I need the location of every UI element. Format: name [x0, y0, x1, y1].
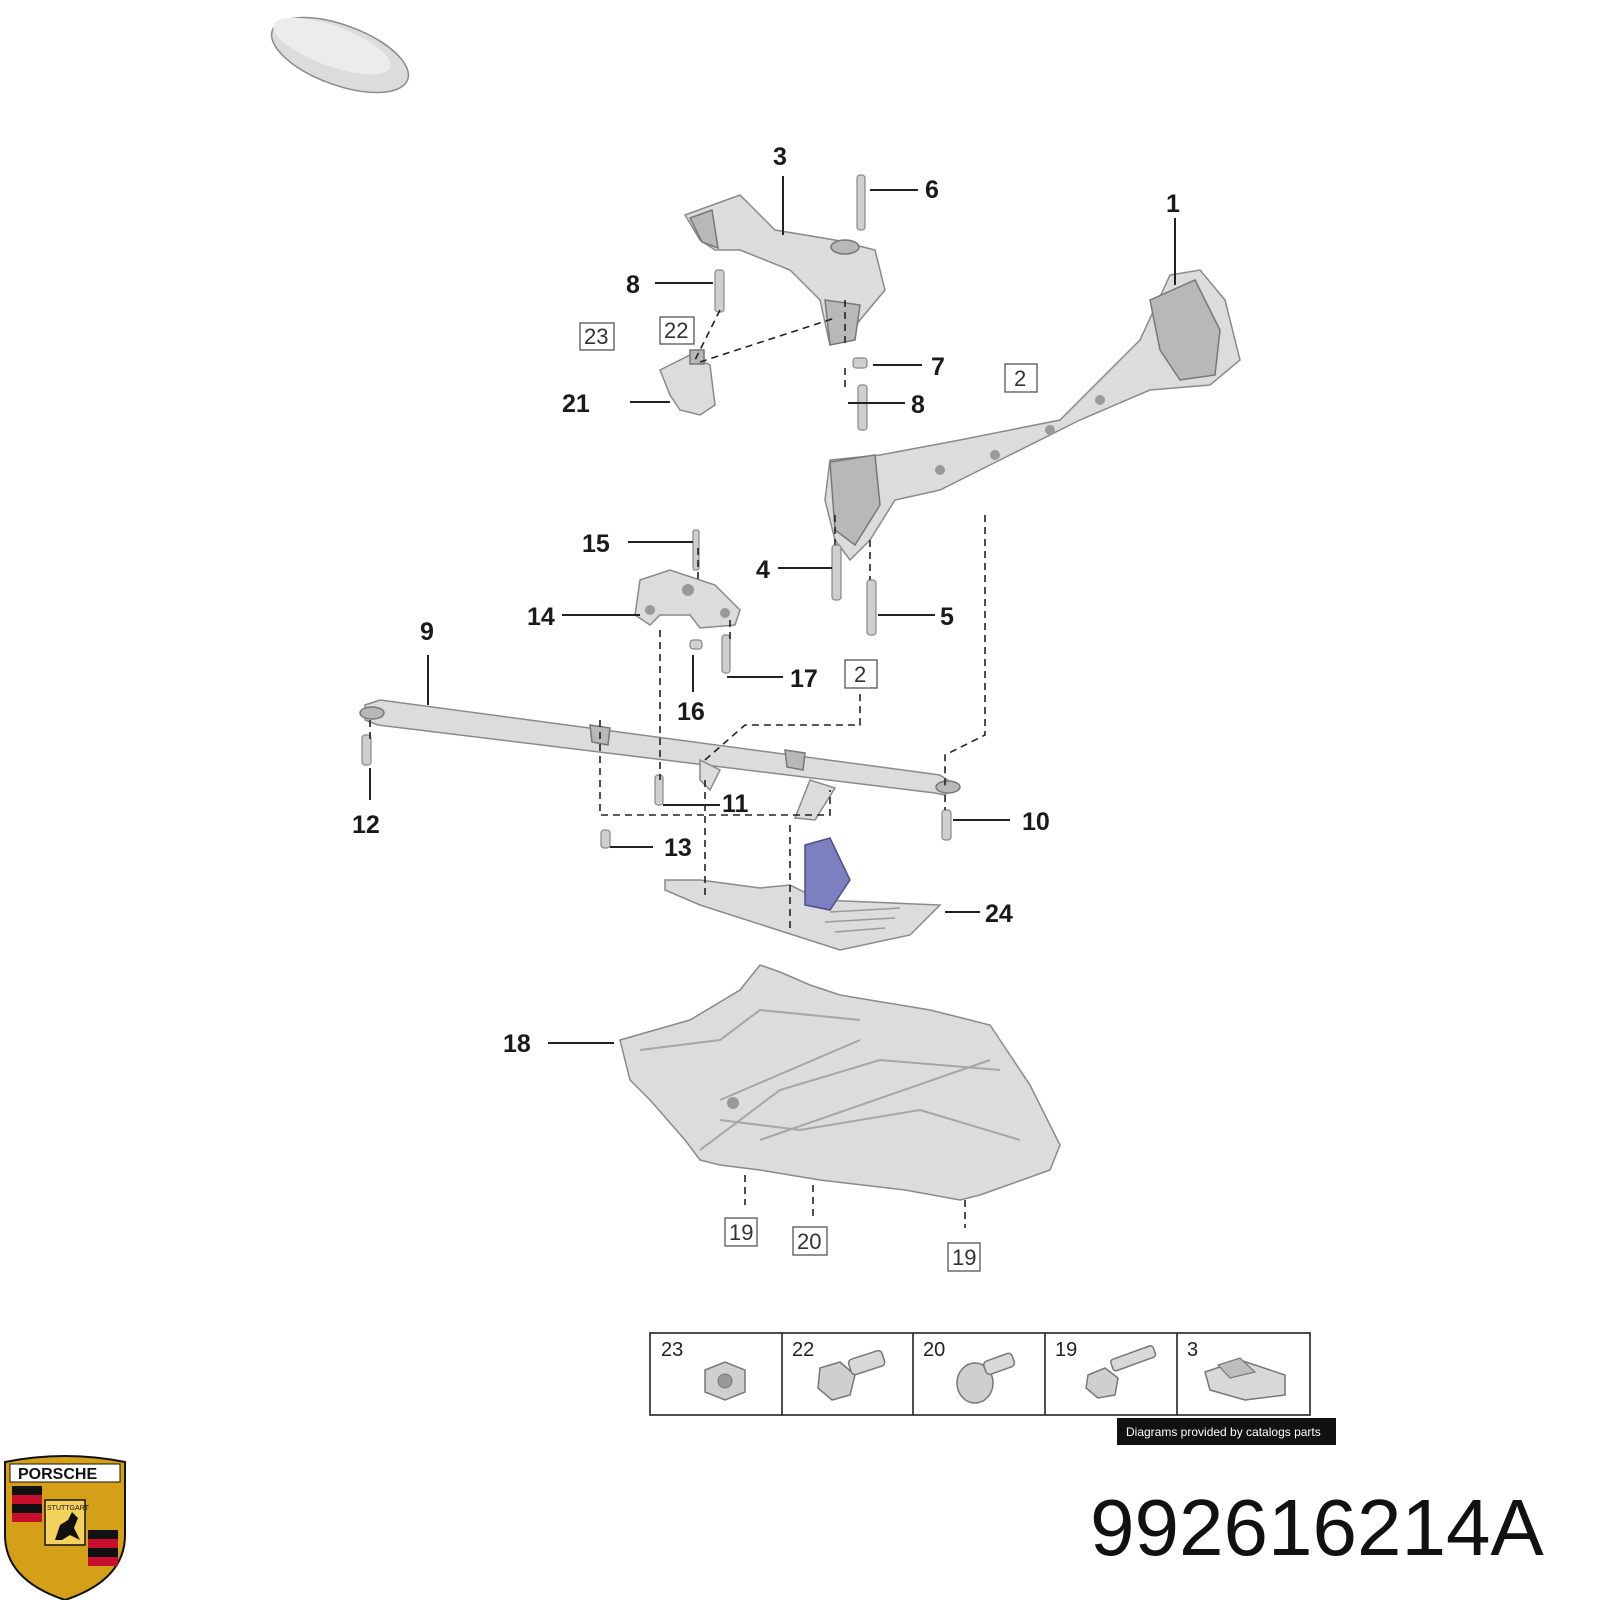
crest-city-text: STUTTGART	[47, 1505, 90, 1512]
credit-text: Diagrams provided by catalogs parts	[1126, 1425, 1321, 1439]
callout-1: 1	[1166, 190, 1180, 218]
flange-nut-icon	[704, 1361, 746, 1401]
callout-3: 3	[773, 143, 787, 171]
callout-11: 11	[722, 790, 749, 818]
legend-number-23: 23	[661, 1339, 683, 1361]
callout-17: 17	[790, 665, 818, 693]
callout-24: 24	[985, 900, 1013, 928]
svg-text:2: 2	[854, 662, 866, 687]
callout-4: 4	[756, 556, 770, 584]
boxed-callout-23: 23	[579, 322, 615, 351]
underbody-panel-part	[619, 964, 1061, 1201]
part-number: 992616214A	[1090, 1483, 1544, 1572]
boxed-callout-20: 20	[792, 1226, 828, 1256]
rubber-pad-part	[270, 16, 410, 94]
boxed-callout-2-upper: 2	[1004, 363, 1038, 393]
callout-8-lower: 8	[911, 391, 925, 419]
callout-21: 21	[562, 390, 590, 418]
svg-text:23: 23	[584, 324, 608, 349]
push-rivet-icon	[956, 1352, 1016, 1404]
sensor-bracket-part	[659, 349, 716, 416]
callout-8: 8	[626, 271, 640, 299]
svg-text:22: 22	[664, 318, 688, 343]
callout-6: 6	[925, 176, 939, 204]
hex-bolt-icon	[817, 1349, 886, 1401]
svg-text:19: 19	[729, 1220, 753, 1245]
crest-brand-text: PORSCHE	[18, 1466, 97, 1483]
callout-15: 15	[582, 530, 610, 558]
callout-18: 18	[503, 1030, 531, 1058]
boxed-callout-22: 22	[659, 316, 695, 345]
flange-bolt-icon	[1085, 1345, 1157, 1399]
boxed-callout-19-right: 19	[947, 1242, 981, 1272]
legend-number-22: 22	[792, 1339, 814, 1361]
legend-number-20: 20	[923, 1339, 945, 1361]
callout-16: 16	[677, 698, 705, 726]
credit-banner: Diagrams provided by catalogs parts	[1117, 1418, 1336, 1445]
svg-text:20: 20	[797, 1229, 821, 1254]
boxed-callouts: 23 22 2 2 19 20 19	[579, 316, 1038, 1272]
svg-text:19: 19	[952, 1245, 976, 1270]
heat-shield-part	[664, 837, 942, 951]
fastener-legend: 23 22 20 19 3	[649, 1332, 1311, 1416]
callout-9: 9	[420, 618, 434, 646]
callout-12: 12	[352, 811, 380, 839]
assembly-dash-lines	[369, 300, 986, 1228]
callout-13: 13	[664, 834, 692, 862]
clip-nut-icon	[1204, 1357, 1286, 1401]
callout-5: 5	[940, 603, 954, 631]
callout-7: 7	[931, 353, 945, 381]
svg-text:2: 2	[1014, 366, 1026, 391]
legend-number-19: 19	[1055, 1339, 1077, 1361]
boxed-callout-2-lower: 2	[844, 659, 878, 689]
leader-lines	[369, 176, 1176, 1044]
callout-10: 10	[1022, 808, 1050, 836]
callout-numbers: 3 6 1 8 7 8 21 15 4 5 14 9 17 16 11 10 1…	[352, 143, 1180, 1058]
support-bracket-part	[634, 569, 741, 629]
legend-number-3: 3	[1187, 1339, 1198, 1361]
boxed-callout-19-left: 19	[724, 1217, 758, 1247]
crossmember-part	[824, 269, 1241, 562]
porsche-crest-icon: PORSCHE STUTTGART	[4, 1455, 126, 1600]
mounting-bracket-part	[683, 194, 886, 346]
callout-14: 14	[527, 603, 555, 631]
